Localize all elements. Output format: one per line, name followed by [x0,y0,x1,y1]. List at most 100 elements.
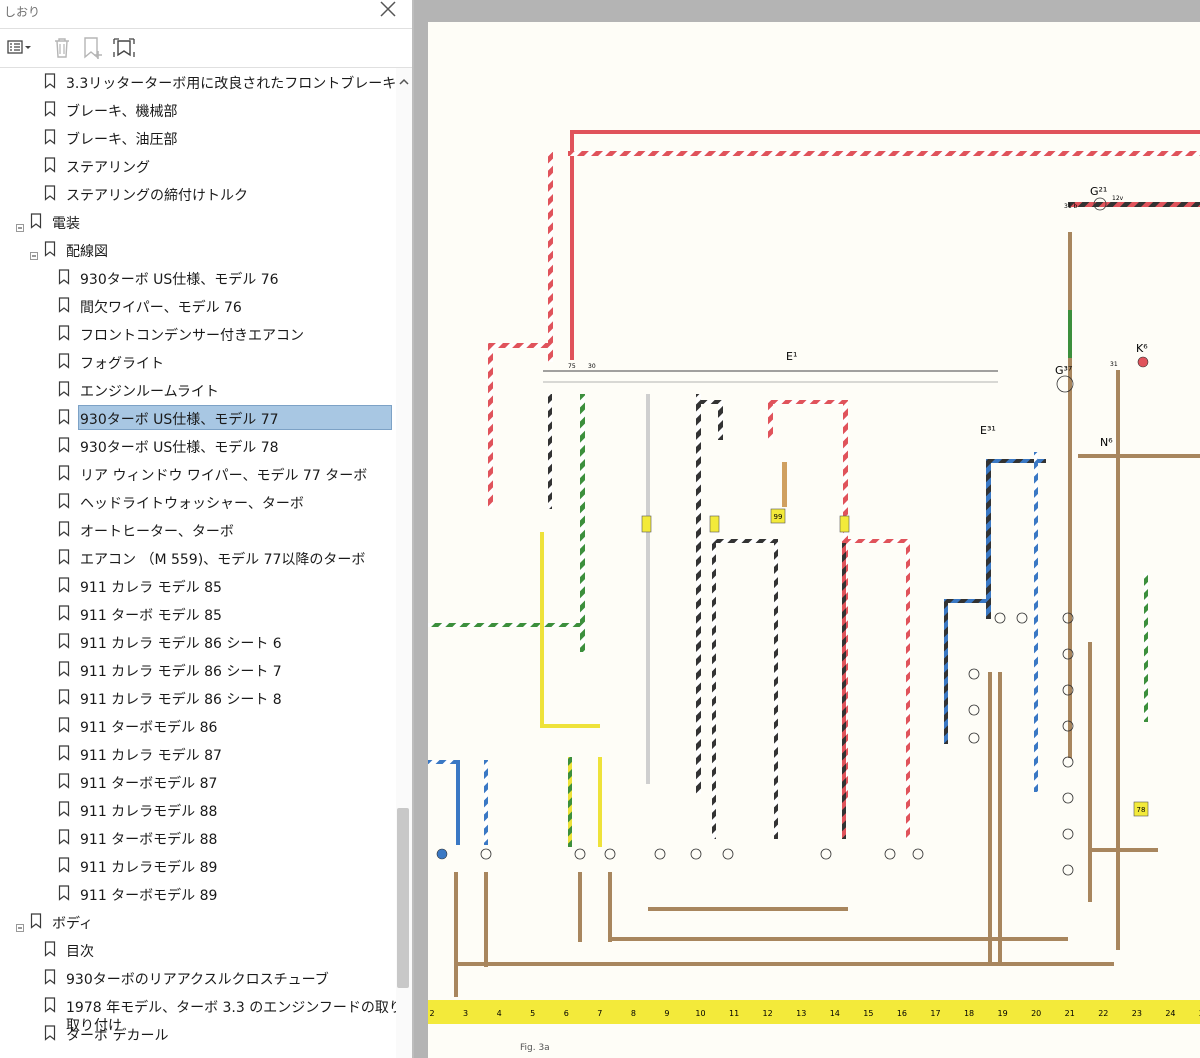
close-icon[interactable] [376,0,400,20]
column-number: 7 [597,1009,602,1018]
bookmark-icon [58,381,70,401]
bookmark-item[interactable]: リア ウィンドウ ワイパー、モデル 77 ターボ [0,460,394,488]
new-bookmark-icon[interactable] [80,35,106,61]
bookmark-item[interactable]: ターボ デカール [0,1020,394,1048]
wire-blue-black [944,599,948,744]
options-menu-icon[interactable] [6,35,34,61]
wire-red-white [488,343,552,348]
label-31b: 31 b [1064,203,1078,210]
bookmark-item[interactable]: ステアリングの締付けトルク [0,180,394,208]
scrollbar-thumb[interactable] [397,808,409,988]
bookmark-item[interactable]: ヘッドライトウォッシャー、ターボ [0,488,394,516]
collapse-toggle-icon[interactable] [30,245,38,260]
bookmark-icon [58,689,70,709]
bookmark-item[interactable]: ブレーキ、機械部 [0,96,394,124]
bookmark-item[interactable]: ブレーキ、油圧部 [0,124,394,152]
bookmark-item[interactable]: 911 カレラ モデル 87 [0,740,394,768]
wire-brown [998,672,1002,962]
selection-highlight [78,405,392,430]
bookmark-item[interactable]: 配線図 [0,236,394,264]
bookmark-item[interactable]: 1978 年モデル、ターボ 3.3 のエンジンフードの取り外しと取り付け [0,992,396,1034]
bookmark-item[interactable]: 電装 [0,208,394,236]
bookmark-item[interactable]: 3.3リッターターボ用に改良されたフロントブレーキ [0,68,396,96]
bookmark-item[interactable]: オートヒーター、ターボ [0,516,394,544]
wire-yellow [598,757,602,847]
bookmark-item[interactable]: 911 ターボ モデル 85 [0,600,394,628]
bookmark-item[interactable]: 911 ターボモデル 88 [0,824,394,852]
wire-blue [456,760,460,845]
bookmark-label: ステアリングの締付けトルク [66,188,248,204]
label-30: 30 [588,363,596,370]
bookmark-icon [44,101,56,121]
collapse-toggle-icon[interactable] [16,217,24,232]
bookmark-item[interactable]: 間欠ワイパー、モデル 76 [0,292,394,320]
label-12v: 12v [1112,195,1124,202]
bookmark-icon [58,437,70,457]
bookmark-icon [30,913,42,933]
panel-splitter[interactable] [412,0,414,1058]
wire-brown [454,872,458,997]
bookmark-item[interactable]: 911 カレラ モデル 86 シート 7 [0,656,394,684]
bookmark-item[interactable]: 930ターボ US仕様、モデル 76 [0,264,394,292]
bookmark-item[interactable]: ステアリング [0,152,394,180]
bookmark-item[interactable]: 930ターボ US仕様、モデル 77 [0,404,394,432]
wire-yellow [540,532,544,727]
expand-bookmark-icon[interactable] [110,35,138,61]
wire-red-white [568,151,1200,156]
bookmark-icon [58,297,70,317]
bookmark-item[interactable]: エンジンルームライト [0,376,394,404]
bookmark-item[interactable]: フロントコンデンサー付きエアコン [0,320,394,348]
bookmark-item[interactable]: 911 カレラ モデル 86 シート 6 [0,628,394,656]
column-number: 17 [930,1009,940,1018]
bookmark-label: 930ターボ US仕様、モデル 76 [80,272,279,288]
column-number: 11 [729,1009,739,1018]
bookmark-icon [44,969,56,989]
bookmark-item[interactable]: 911 カレラモデル 89 [0,852,394,880]
bookmark-item[interactable]: 930ターボのリアアクスルクロスチューブ [0,964,394,992]
column-number: 18 [964,1009,974,1018]
scroll-up-arrow-icon[interactable] [396,74,412,90]
wire-yellow-green [568,757,572,847]
bookmark-label: 911 カレラ モデル 86 シート 8 [80,692,282,708]
wire-brown [1068,358,1072,758]
bookmark-item[interactable]: 目次 [0,936,394,964]
column-number: 16 [897,1009,907,1018]
wire-red-white [548,152,553,362]
column-number: 4 [497,1009,502,1018]
document-view[interactable]: 99 [414,0,1200,1058]
bookmark-item[interactable]: 911 ターボモデル 89 [0,880,394,908]
bookmark-icon [58,633,70,653]
bookmark-item[interactable]: 911 カレラモデル 88 [0,796,394,824]
bookmark-icon [44,157,56,177]
bookmark-icon [58,521,70,541]
wire-brown [648,907,848,911]
trash-icon[interactable] [50,35,74,61]
bookmark-label: 930ターボ US仕様、モデル 77 [80,412,279,428]
bookmark-item[interactable]: 911 ターボモデル 87 [0,768,394,796]
label-k6: K⁶ [1136,342,1148,355]
column-number: 8 [631,1009,636,1018]
column-number: 2 [429,1009,434,1018]
bookmark-label: ヘッドライトウォッシャー、ターボ [80,496,304,512]
wire-brown [484,872,488,967]
bookmark-item[interactable]: 930ターボ US仕様、モデル 78 [0,432,394,460]
bookmark-icon [58,409,70,429]
bookmark-item[interactable]: ボディ [0,908,394,936]
wire-brown [782,462,787,507]
bookmark-label: 1978 年モデル、ターボ 3.3 のエンジンフードの取り外しと [66,1000,396,1016]
bookmark-icon [58,269,70,289]
figure-caption: Fig. 3a [520,1043,550,1053]
lamp-blue [436,848,448,860]
collapse-toggle-icon[interactable] [16,917,24,932]
label-31: 31 [1110,361,1118,368]
bookmark-label-line2: 取り付け [66,1018,122,1034]
bookmark-label: 911 ターボモデル 88 [80,832,218,848]
label-e31: E³¹ [980,424,996,437]
bookmark-item[interactable]: 911 ターボモデル 86 [0,712,394,740]
bookmark-item[interactable]: 911 カレラ モデル 85 [0,572,394,600]
fuse-block [641,515,652,533]
bookmark-item[interactable]: フォグライト [0,348,394,376]
bookmark-label: 911 カレラ モデル 87 [80,748,222,764]
bookmark-item[interactable]: 911 カレラ モデル 86 シート 8 [0,684,394,712]
bookmark-item[interactable]: エアコン （M 559)、モデル 77以降のターボ [0,544,394,572]
